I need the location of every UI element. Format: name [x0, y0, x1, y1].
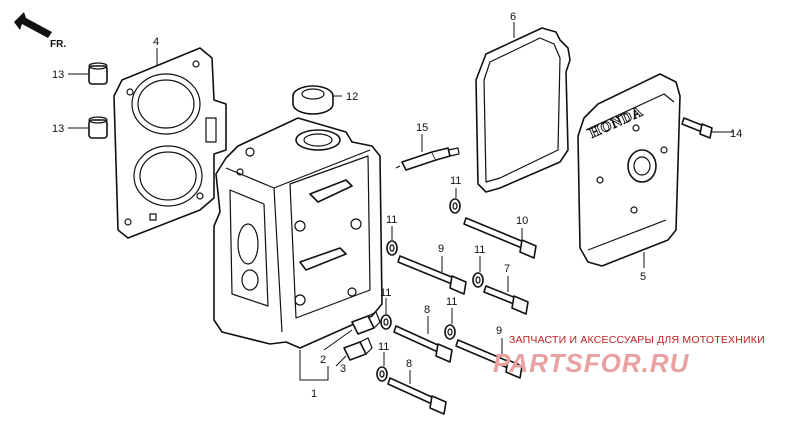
callout-6: 6: [510, 11, 516, 23]
sealing-washer: [472, 272, 484, 288]
cylinder-head-gasket: [113, 47, 227, 239]
callout-9: 9: [496, 325, 502, 337]
sealing-washer: [449, 198, 461, 214]
callout-8: 8: [406, 358, 412, 370]
callout-8: 8: [424, 304, 430, 316]
callout-9: 9: [438, 243, 444, 255]
callout-labels: 13 13 4 12 15 6 5 14 11 11 11 11 11 11 1…: [52, 11, 742, 400]
callout-13: 13: [52, 69, 64, 81]
stud-bolt-lower: [343, 337, 373, 361]
callout-13: 13: [52, 123, 64, 135]
watermark: ЗАПЧАСТИ И АКСЕССУАРЫ ДЛЯ МОТОТЕХНИКИ PA…: [493, 334, 765, 378]
sealing-washer: [376, 366, 388, 382]
callout-2: 2: [320, 354, 326, 366]
sealing-washer: [444, 324, 456, 340]
callout-4: 4: [153, 36, 159, 48]
spark-plug: [395, 147, 460, 171]
front-direction-arrow-icon: FR.: [14, 12, 66, 50]
callout-15: 15: [416, 122, 428, 134]
callout-10: 10: [516, 215, 528, 227]
callout-11: 11: [378, 341, 389, 353]
callout-12: 12: [346, 91, 358, 103]
dowel-pin-lower: [88, 116, 108, 139]
callout-11: 11: [386, 214, 397, 226]
stud-bolt-upper: [351, 311, 381, 335]
callout-11: 11: [380, 287, 391, 299]
cylinder-head-cover: HONDA: [577, 73, 681, 267]
flange-bolt-long: [393, 325, 453, 363]
cylinder-head-cover-gasket: [475, 27, 571, 193]
sealing-washer: [380, 314, 392, 330]
flange-bolt-short: [483, 285, 529, 315]
leader-lines: [68, 22, 734, 384]
oil-seal: [292, 85, 334, 115]
callout-11: 11: [450, 175, 461, 187]
callout-3: 3: [340, 363, 346, 375]
callout-1: 1: [311, 388, 317, 400]
watermark-logo: PARTSFOR.RU: [493, 348, 690, 378]
callout-11: 11: [446, 296, 457, 308]
sealing-washer: [386, 240, 398, 256]
callout-7: 7: [504, 263, 510, 275]
cylinder-head: [213, 117, 383, 349]
flange-bolt-cover: [681, 117, 713, 139]
watermark-caption: ЗАПЧАСТИ И АКСЕССУАРЫ ДЛЯ МОТОТЕХНИКИ: [509, 334, 765, 346]
flange-bolt-long: [387, 377, 447, 415]
callout-5: 5: [640, 271, 646, 283]
callout-11: 11: [474, 244, 485, 256]
flange-bolt-long: [455, 339, 523, 379]
callout-14: 14: [730, 128, 742, 140]
flange-bolt-long: [397, 255, 467, 295]
flange-bolt-long: [463, 217, 537, 259]
dowel-pin-upper: [88, 62, 108, 85]
front-direction-label: FR.: [50, 39, 66, 50]
